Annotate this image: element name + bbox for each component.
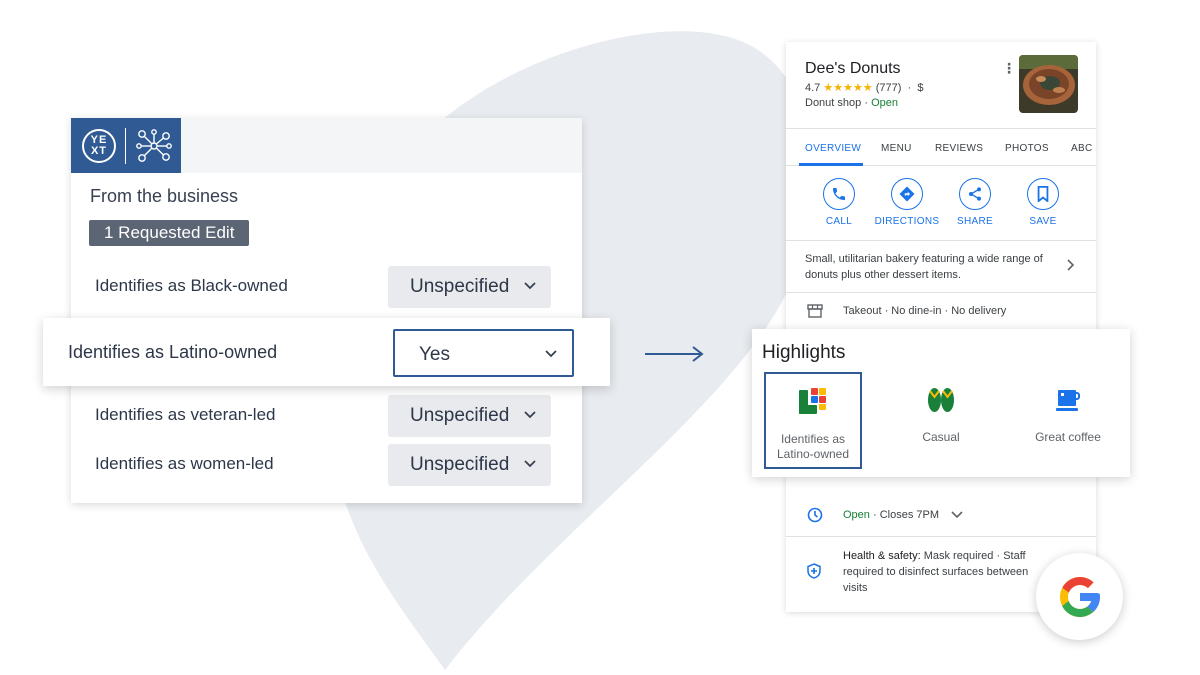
category-row: Donut shop · Open — [805, 97, 898, 109]
separator-dot: · — [904, 82, 915, 94]
hours-row[interactable]: Open · Closes 7PM — [786, 502, 1096, 538]
google-badge — [1036, 553, 1123, 640]
select-value: Unspecified — [410, 405, 510, 426]
business-category: Donut shop — [805, 97, 862, 109]
yext-logo-text-bottom: XT — [90, 144, 108, 157]
business-description: Small, utilitarian bakery featuring a wi… — [805, 253, 1043, 281]
description-row[interactable]: Small, utilitarian bakery featuring a wi… — [786, 240, 1096, 292]
directions-icon — [891, 178, 923, 210]
yext-business-panel: YE XT — [71, 118, 582, 503]
chevron-down-icon — [524, 282, 536, 290]
chevron-down-icon — [951, 511, 963, 519]
health-label: Health & safety: — [843, 550, 921, 562]
action-label: SAVE — [1029, 216, 1057, 227]
open-status: Open — [871, 97, 898, 109]
google-g-logo-icon — [1059, 576, 1100, 617]
active-tab-indicator — [799, 163, 863, 166]
highlights-title: Highlights — [762, 342, 846, 363]
phone-icon — [823, 178, 855, 210]
field-label: Identifies as veteran-led — [95, 405, 276, 424]
yext-header: YE XT — [71, 118, 582, 173]
tab-about[interactable]: ABC — [1071, 143, 1093, 154]
service-options-text: Takeout · No dine-in · No delivery — [843, 305, 1007, 317]
chevron-down-icon — [524, 460, 536, 468]
knowledge-graph-icon — [136, 128, 172, 162]
health-detail: Mask required · Staff required to disinf… — [843, 550, 1029, 594]
highlight-label: Great coffee — [1035, 430, 1101, 444]
action-label: DIRECTIONS — [874, 216, 940, 227]
field-row-latino-owned: Identifies as Latino-owned Yes — [43, 318, 610, 386]
requested-edit-badge[interactable]: 1 Requested Edit — [89, 220, 250, 246]
chevron-down-icon — [524, 411, 536, 419]
field-row-women-led: Identifies as women-led Unspecified — [95, 444, 551, 486]
latino-owned-select[interactable]: Yes — [393, 329, 574, 377]
star-rating-icon: ★★★★★ — [823, 82, 873, 94]
tab-overview[interactable]: OVERVIEW — [805, 143, 862, 154]
more-vert-icon[interactable]: ⋮ — [1002, 60, 1016, 76]
logo-divider — [125, 127, 126, 164]
health-safety-row: Health & safety: Mask required · Staff r… — [786, 536, 1096, 606]
chevron-down-icon — [545, 350, 557, 358]
service-options-row: Takeout · No dine-in · No delivery — [786, 292, 1096, 330]
clock-icon — [807, 507, 823, 523]
field-label: Identifies as Black-owned — [95, 276, 288, 295]
hours-text: Open · Closes 7PM — [843, 509, 939, 521]
select-value: Yes — [419, 344, 450, 365]
action-label: CALL — [825, 216, 853, 227]
latino-owned-icon — [799, 388, 826, 414]
hours-open-status: Open — [843, 509, 870, 521]
highlights-panel: Highlights Identifies as Latino-owned Ca… — [752, 329, 1130, 477]
flip-flops-icon — [928, 388, 954, 412]
yext-logo[interactable]: YE XT — [71, 118, 181, 173]
arrow-right-icon — [645, 346, 704, 362]
business-photo[interactable] — [1019, 55, 1078, 113]
yext-logo-mark: YE XT — [82, 128, 116, 163]
review-count[interactable]: (777) — [875, 82, 902, 94]
field-label: Identifies as Latino-owned — [68, 342, 278, 362]
separator-dot: · — [864, 97, 872, 109]
shield-plus-icon — [807, 563, 821, 579]
rating-row: 4.7 ★★★★★ (777) · $ — [805, 81, 923, 94]
coffee-cup-icon — [1056, 390, 1080, 411]
share-icon — [959, 178, 991, 210]
field-row-veteran-led: Identifies as veteran-led Unspecified — [95, 395, 551, 437]
field-row-black-owned: Identifies as Black-owned Unspecified — [95, 266, 551, 308]
bookmark-icon — [1027, 178, 1059, 210]
black-owned-select[interactable]: Unspecified — [388, 266, 551, 308]
tab-reviews[interactable]: REVIEWS — [935, 143, 984, 154]
highlight-great-coffee[interactable]: Great coffee — [1019, 372, 1117, 469]
highlight-label: Casual — [922, 430, 960, 444]
yext-logo-text-top: YE — [90, 133, 108, 146]
storefront-icon — [807, 304, 823, 318]
google-business-card: Dee's Donuts 4.7 ★★★★★ (777) · $ Donut s… — [786, 42, 1096, 612]
action-buttons: CALL DIRECTIONS SHARE SAVE — [786, 178, 1096, 238]
field-label: Identifies as women-led — [95, 454, 274, 473]
share-button[interactable]: SHARE — [940, 178, 1010, 227]
tab-menu[interactable]: MENU — [881, 143, 912, 154]
call-button[interactable]: CALL — [804, 178, 874, 227]
select-value: Unspecified — [410, 276, 510, 297]
price-level: $ — [917, 82, 924, 94]
action-label: SHARE — [957, 216, 993, 227]
business-name: Dee's Donuts — [805, 60, 901, 77]
health-safety-text: Health & safety: Mask required · Staff r… — [843, 548, 1043, 596]
highlight-label: Identifies as Latino-owned — [776, 432, 850, 461]
tab-photos[interactable]: PHOTOS — [1005, 143, 1049, 154]
directions-button[interactable]: DIRECTIONS — [872, 178, 942, 227]
save-button[interactable]: SAVE — [1008, 178, 1078, 227]
women-led-select[interactable]: Unspecified — [388, 444, 551, 486]
highlight-latino-owned[interactable]: Identifies as Latino-owned — [764, 372, 862, 469]
rating-value: 4.7 — [805, 82, 821, 94]
tab-bar: OVERVIEW MENU REVIEWS PHOTOS ABC — [786, 128, 1096, 166]
veteran-led-select[interactable]: Unspecified — [388, 395, 551, 437]
section-title: From the business — [90, 186, 239, 206]
highlight-casual[interactable]: Casual — [892, 372, 990, 469]
chevron-right-icon — [1067, 259, 1074, 271]
select-value: Unspecified — [410, 454, 510, 475]
hours-detail: · Closes 7PM — [872, 509, 940, 521]
